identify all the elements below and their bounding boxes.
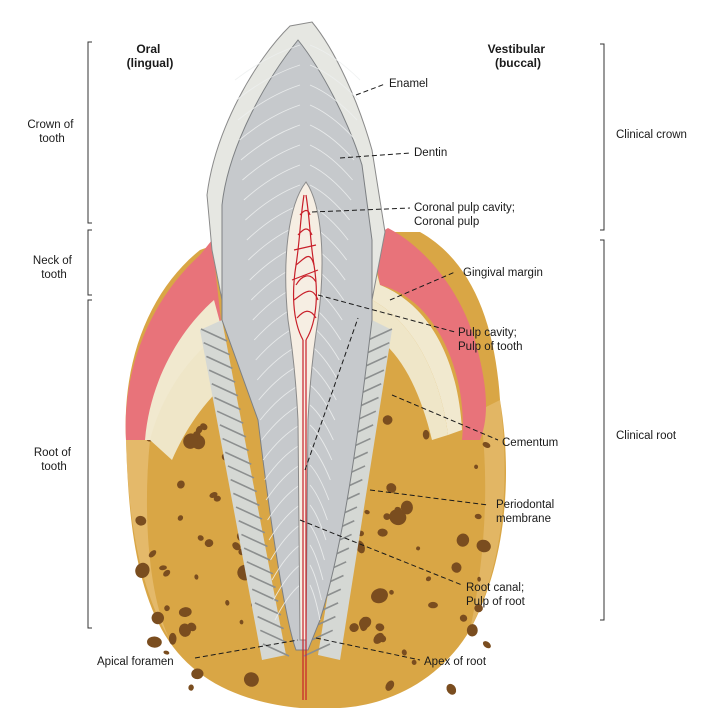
pulp-cavity-label: Pulp cavity; Pulp of tooth	[458, 327, 523, 353]
pulp-vessels	[291, 194, 319, 700]
apex-of-root-label: Apex of root	[424, 656, 487, 668]
pulp	[285, 181, 323, 700]
gingiva	[125, 228, 486, 460]
enamel-label: Enamel	[389, 78, 428, 90]
header-labels: Oral (lingual) Vestibular (buccal)	[127, 42, 549, 70]
region-labels: Crown of tooth Neck of tooth Root of too…	[27, 119, 687, 473]
cementum-label: Cementum	[502, 437, 558, 449]
apical-foramen-label: Apical foramen	[97, 656, 174, 668]
root-canal-label: Root canal; Pulp of root	[466, 582, 527, 608]
periodontal-membrane-label: Periodontal membrane	[496, 499, 557, 525]
region-brackets	[87, 41, 605, 629]
coronal-pulp-label: Coronal pulp cavity; Coronal pulp	[414, 202, 518, 228]
structure-labels: Enamel Dentin Coronal pulp cavity; Coron…	[97, 78, 558, 668]
dentin-label: Dentin	[414, 147, 447, 159]
tooth	[206, 21, 386, 651]
clinical-root-label: Clinical root	[616, 430, 677, 442]
neck-of-tooth-label: Neck of tooth	[33, 255, 75, 281]
oral-label: Oral (lingual)	[127, 42, 174, 70]
crown-of-tooth-label: Crown of tooth	[27, 119, 76, 145]
leader-lines	[194, 83, 499, 661]
root-of-tooth-label: Root of tooth	[34, 447, 74, 473]
clinical-crown-label: Clinical crown	[616, 129, 687, 141]
vestibular-label: Vestibular (buccal)	[488, 42, 549, 70]
gingival-margin-label: Gingival margin	[463, 267, 543, 279]
